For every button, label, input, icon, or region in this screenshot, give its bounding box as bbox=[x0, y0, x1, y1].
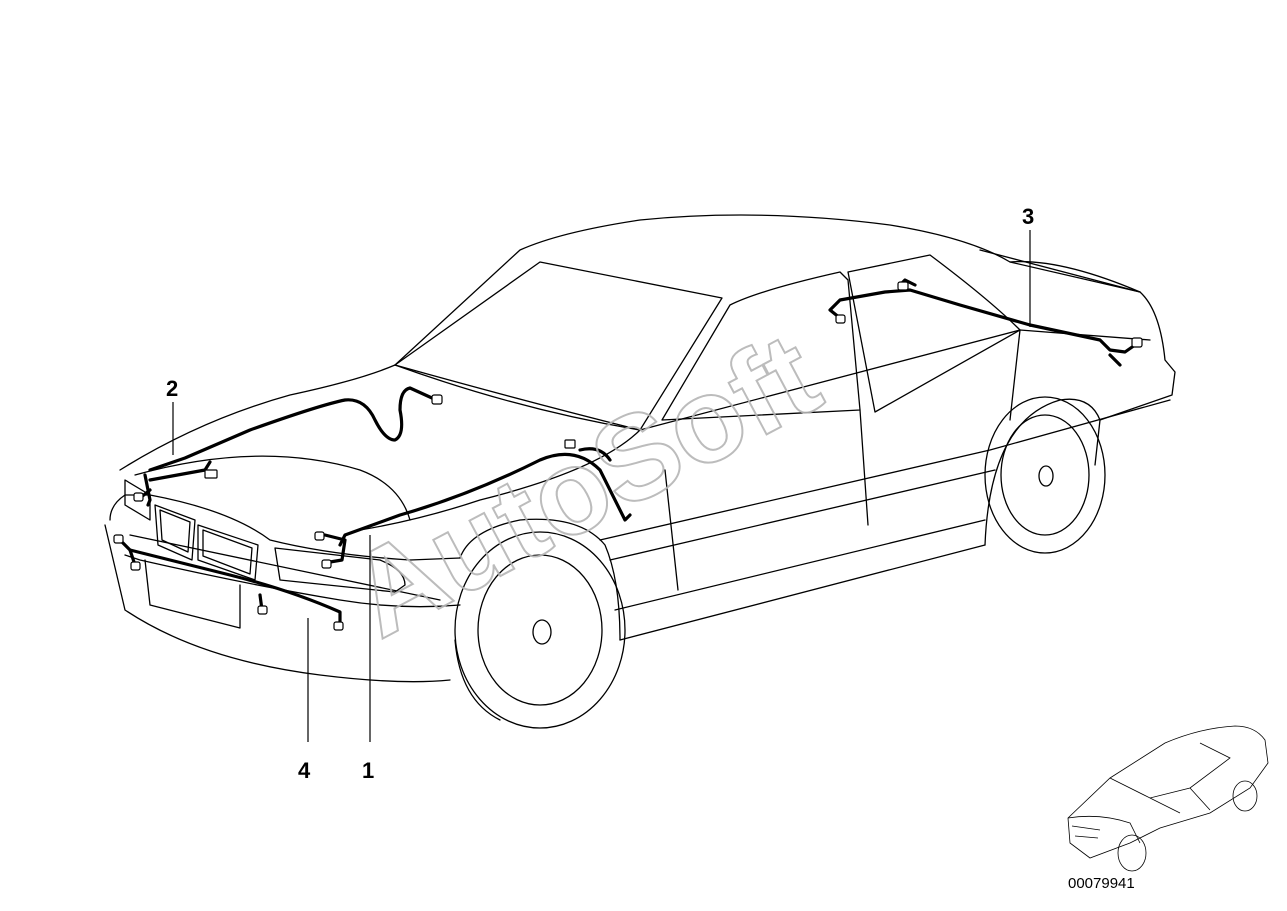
callout-3: 3 bbox=[1022, 204, 1034, 229]
callout-leaders bbox=[172, 230, 1031, 742]
harness-3 bbox=[828, 278, 1143, 367]
callout-4: 4 bbox=[298, 758, 311, 783]
harness-2 bbox=[133, 386, 443, 507]
front-wheel bbox=[454, 531, 626, 729]
harness-4 bbox=[113, 534, 344, 631]
harness-1 bbox=[314, 439, 632, 569]
callout-1: 1 bbox=[362, 758, 374, 783]
watermark-text: AutoSoft bbox=[329, 307, 839, 663]
rear-wheel bbox=[984, 396, 1106, 554]
car-thumbnail-icon bbox=[1067, 725, 1269, 872]
diagram-number: 00079941 bbox=[1068, 875, 1135, 892]
callout-2: 2 bbox=[166, 376, 178, 401]
